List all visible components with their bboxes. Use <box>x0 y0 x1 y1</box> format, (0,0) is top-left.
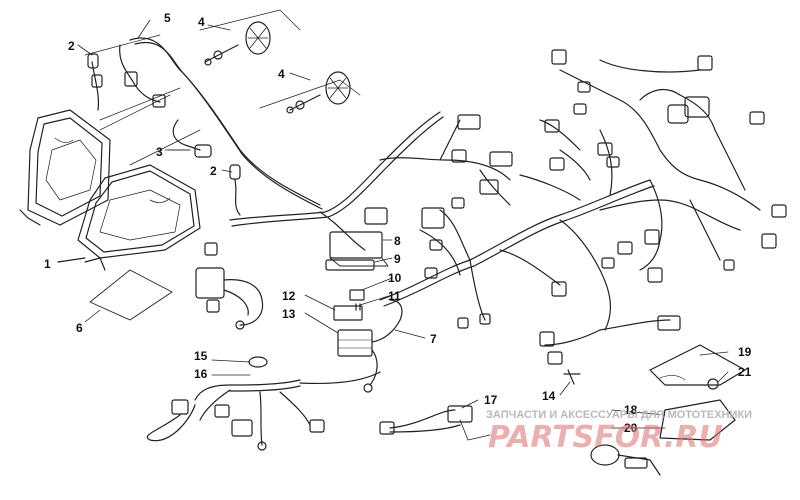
leader-1 <box>57 257 86 263</box>
callout-3: 3 <box>156 145 163 159</box>
callout-4-lower: 4 <box>278 67 285 81</box>
callout-9: 9 <box>394 252 401 266</box>
screw <box>563 369 581 385</box>
callout-21: 21 <box>738 365 752 379</box>
callout-2-upper: 2 <box>68 39 75 53</box>
fuse-box-cover <box>329 231 383 259</box>
leader-lines <box>77 19 729 429</box>
callout-1: 1 <box>44 257 51 271</box>
callout-11: 11 <box>388 289 401 303</box>
fuse <box>355 303 361 311</box>
relay <box>349 289 365 301</box>
callout-18: 18 <box>624 403 638 417</box>
callout-2-lower: 2 <box>210 164 217 178</box>
callout-4-upper: 4 <box>198 15 205 29</box>
bulb-harness <box>87 37 323 210</box>
fuse-box-harness <box>195 242 264 330</box>
callout-16: 16 <box>194 367 208 381</box>
callout-14: 14 <box>542 389 556 403</box>
callout-19: 19 <box>738 345 752 359</box>
tail-harness <box>146 356 381 451</box>
callout-10: 10 <box>388 271 402 285</box>
adhesive-sheet <box>89 269 173 321</box>
adjuster-knob-upper <box>204 21 271 66</box>
callout-5: 5 <box>164 11 171 25</box>
headlight-left <box>19 109 111 226</box>
callout-8: 8 <box>394 234 401 248</box>
bracket-screw <box>707 378 719 390</box>
ignition-switch <box>659 399 736 441</box>
relay-holder <box>333 305 363 321</box>
callout-7: 7 <box>430 332 437 346</box>
adjuster-knob-lower <box>286 71 351 114</box>
callout-13: 13 <box>282 307 296 321</box>
main-harness <box>229 59 761 346</box>
harness-connectors <box>364 49 787 365</box>
headlight-right <box>77 164 201 271</box>
fuse-box-gasket <box>325 259 375 271</box>
sensor-harness <box>379 405 491 441</box>
fuse-block <box>337 329 373 357</box>
mounting-bracket <box>649 344 746 386</box>
callout-15: 15 <box>194 349 208 363</box>
callout-6: 6 <box>76 321 83 335</box>
callout-12: 12 <box>282 289 296 303</box>
watermark-brand: PARTSFOR.RU <box>488 420 723 455</box>
callout-20: 20 <box>624 421 638 435</box>
callout-17: 17 <box>484 393 498 407</box>
watermark-subtitle: ЗАПЧАСТИ И АКСЕССУАРЫ ДЛЯ МОТОТЕХНИКИ <box>486 409 752 421</box>
